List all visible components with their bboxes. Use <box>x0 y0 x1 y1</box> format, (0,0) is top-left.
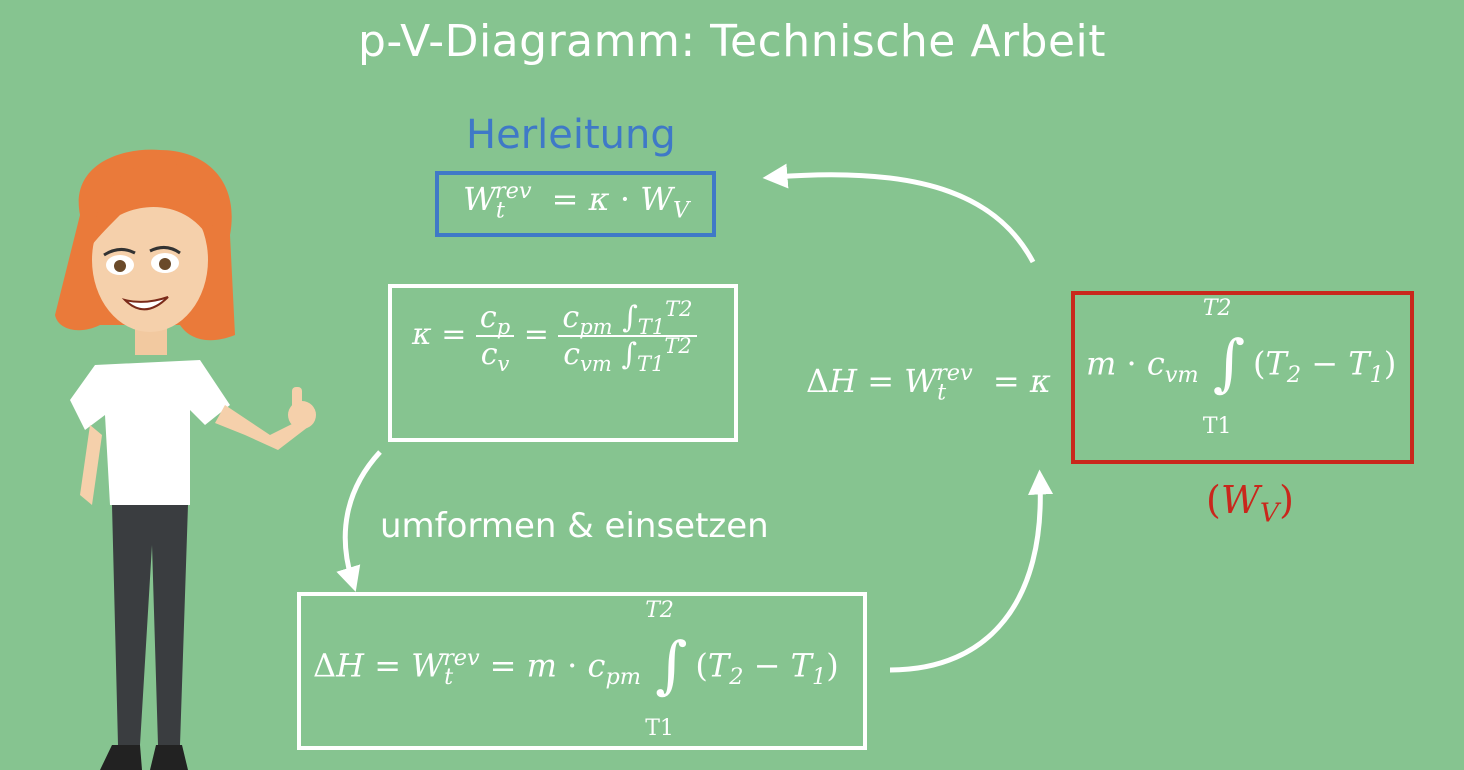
enthalpy-cv-lhs: ΔH = Wtrev = κ <box>806 360 1051 406</box>
presenter-character-illustration <box>55 149 316 770</box>
section-subtitle: Herleitung <box>466 112 676 158</box>
enthalpy-cv-rhs: m · cvm T2∫T1 (T2 − T1) <box>1086 296 1397 439</box>
result-formula: Wtrev = κ · WV <box>463 178 690 224</box>
wv-label: (WV) <box>1206 478 1294 529</box>
kappa-formula-box <box>388 284 738 442</box>
arrow-top <box>762 163 1036 264</box>
result-formula-box <box>435 171 716 237</box>
arrow-left-down <box>336 450 382 592</box>
arrow-bottom-right <box>889 469 1054 673</box>
wv-highlight-box <box>1071 291 1414 464</box>
enthalpy-cp-formula-box <box>297 592 867 750</box>
transform-label: umformen & einsetzen <box>380 506 769 546</box>
enthalpy-cp-formula: ΔH = Wtrev= m · cpm T2∫T1 (T2 − T1) <box>313 598 839 741</box>
page-title: p-V-Diagramm: Technische Arbeit <box>357 16 1107 67</box>
